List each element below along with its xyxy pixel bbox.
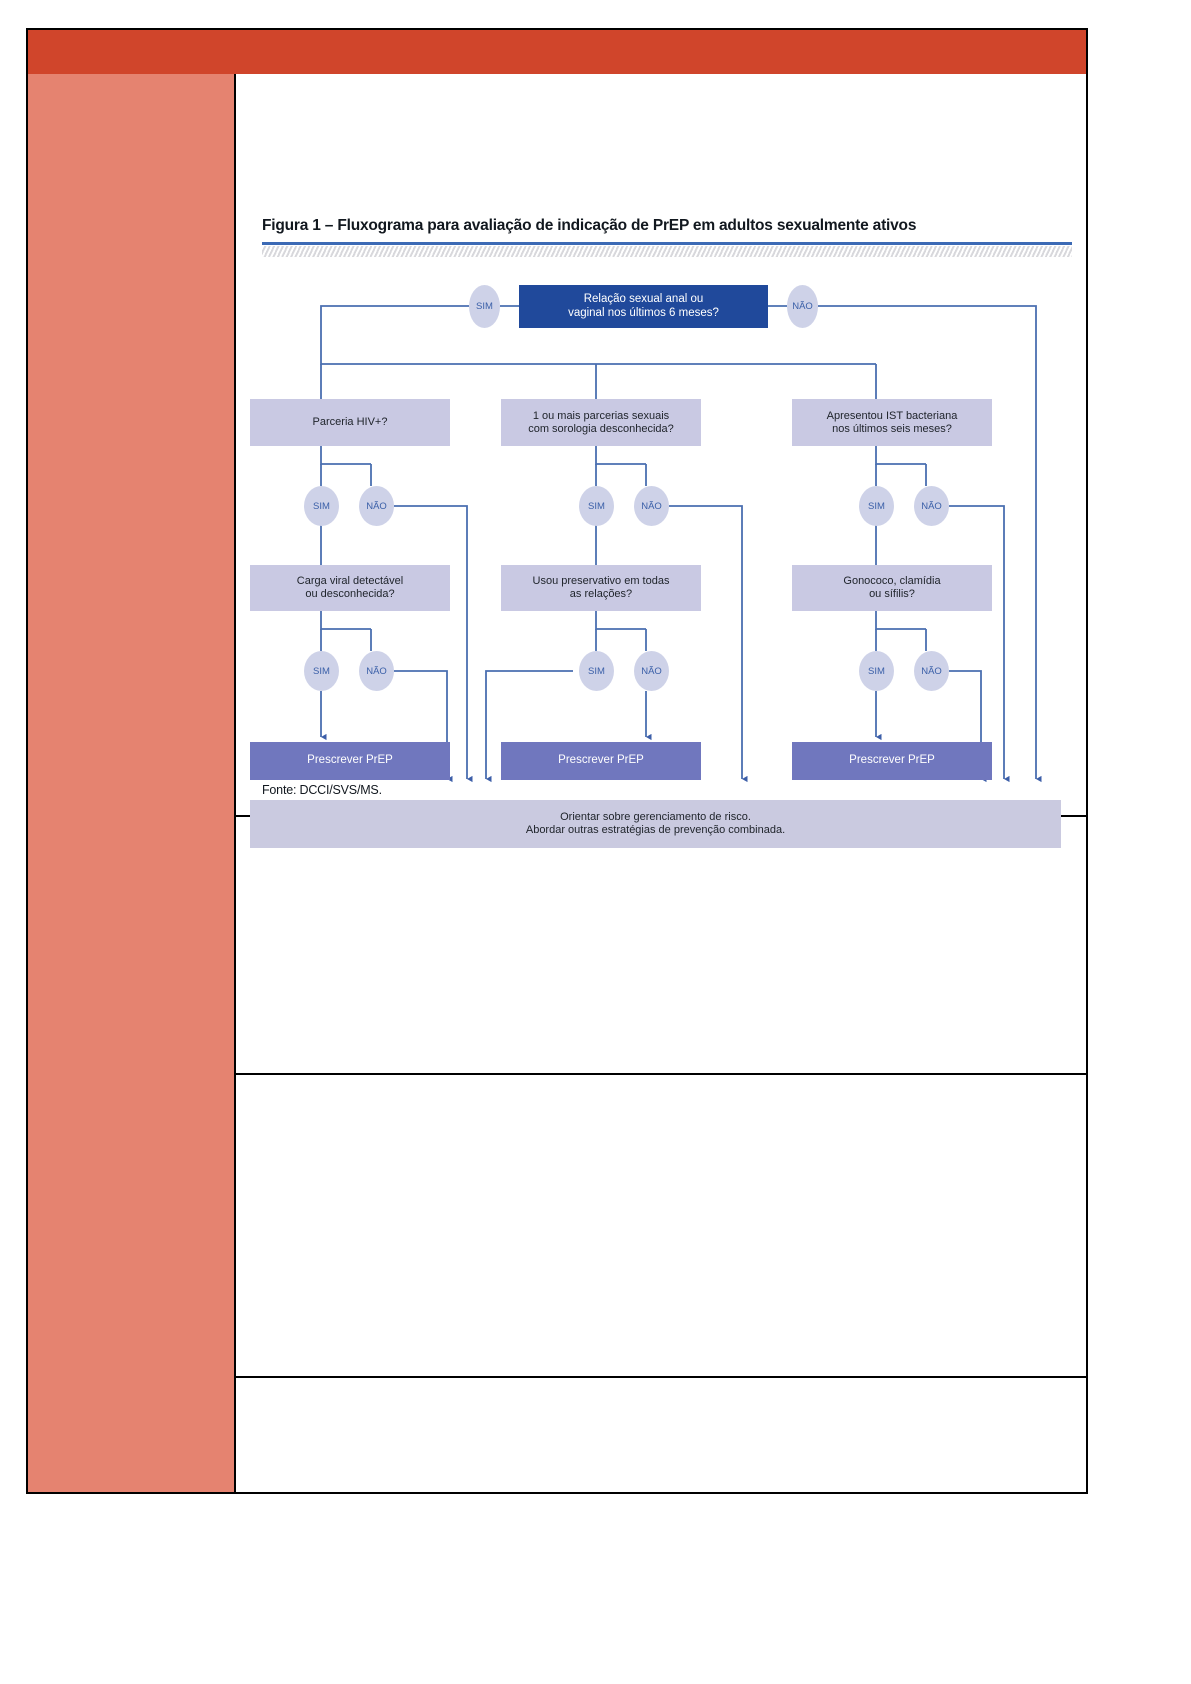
edge-label-root-nao: NÃO [787,285,818,328]
node-prescrever-prep-2[interactable]: Prescrever PrEP [501,742,701,780]
table-left-column [28,74,236,1492]
edge-label-q3b-sim: SIM [859,651,894,691]
node-prescrever-prep-3[interactable]: Prescrever PrEP [792,742,992,780]
node-q3-ist-bacteriana[interactable]: Apresentou IST bacteriana nos últimos se… [792,399,992,446]
node-q2-line1: 1 ou mais parcerias sexuais [532,409,670,422]
node-advice-line1: Orientar sobre gerenciamento de risco. [560,811,751,824]
node-advice-line2: Abordar outras estratégias de prevenção … [525,824,786,836]
node-prescrever-prep-1[interactable]: Prescrever PrEP [250,742,450,780]
node-q3b-line2: ou sífilis? [869,588,915,600]
figure-hatch-band [262,246,1072,257]
node-q2b-line1: Usou preservativo em todas [532,575,670,588]
edge-label-q1-nao: NÃO [359,486,394,526]
node-root-line1: Relação sexual anal ou [583,292,704,305]
node-q1-parceria-hiv[interactable]: Parceria HIV+? [250,399,450,446]
edge-label-q1b-sim: SIM [304,651,339,691]
node-q3-line2: nos últimos seis meses? [832,422,952,435]
edge-label-q2b-sim: SIM [579,651,614,691]
node-q1b-carga-viral[interactable]: Carga viral detectável ou desconhecida? [250,565,450,611]
edge-label-q3-nao: NÃO [914,486,949,526]
node-q1b-line1: Carga viral detectável [296,575,404,588]
edge-label-q3b-nao: NÃO [914,651,949,691]
node-q1b-line2: ou desconhecida? [305,588,395,600]
edge-label-root-sim: SIM [469,285,500,328]
node-q3b-gonococo[interactable]: Gonococo, clamídia ou sífilis? [792,565,992,611]
table-header-band [28,30,1086,74]
edge-label-q3-sim: SIM [859,486,894,526]
figure-title: Figura 1 – Fluxograma para avaliação de … [262,217,917,234]
edge-label-q1-sim: SIM [304,486,339,526]
document-table: Figura 1 – Fluxograma para avaliação de … [26,28,1088,1494]
figure-title-rule [262,242,1072,245]
node-q2-line2: com sorologia desconhecida? [528,422,674,435]
node-q2b-line2: as relações? [569,588,633,600]
node-q2b-preservativo[interactable]: Usou preservativo em todas as relações? [501,565,701,611]
figure-source: Fonte: DCCI/SVS/MS. [262,783,382,797]
node-root-decision[interactable]: Relação sexual anal ou vaginal nos últim… [519,285,768,328]
edge-label-q2-nao: NÃO [634,486,669,526]
edge-label-q2b-nao: NÃO [634,651,669,691]
node-q1-label: Parceria HIV+? [312,416,388,429]
flowchart-connectors [320,305,1042,783]
figure-cell: Figura 1 – Fluxograma para avaliação de … [236,74,1088,848]
node-q3-line1: Apresentou IST bacteriana [826,409,958,422]
node-q3b-line1: Gonococo, clamídia [843,575,941,588]
node-advice-banner[interactable]: Orientar sobre gerenciamento de risco. A… [250,800,1061,848]
node-root-line2: vaginal nos últimos 6 meses? [568,306,719,319]
edge-label-q2-sim: SIM [579,486,614,526]
row-divider-3 [236,1376,1086,1378]
node-q2-parcerias-sorologia[interactable]: 1 ou mais parcerias sexuais com sorologi… [501,399,701,446]
row-divider-2 [236,1073,1086,1075]
edge-label-q1b-nao: NÃO [359,651,394,691]
